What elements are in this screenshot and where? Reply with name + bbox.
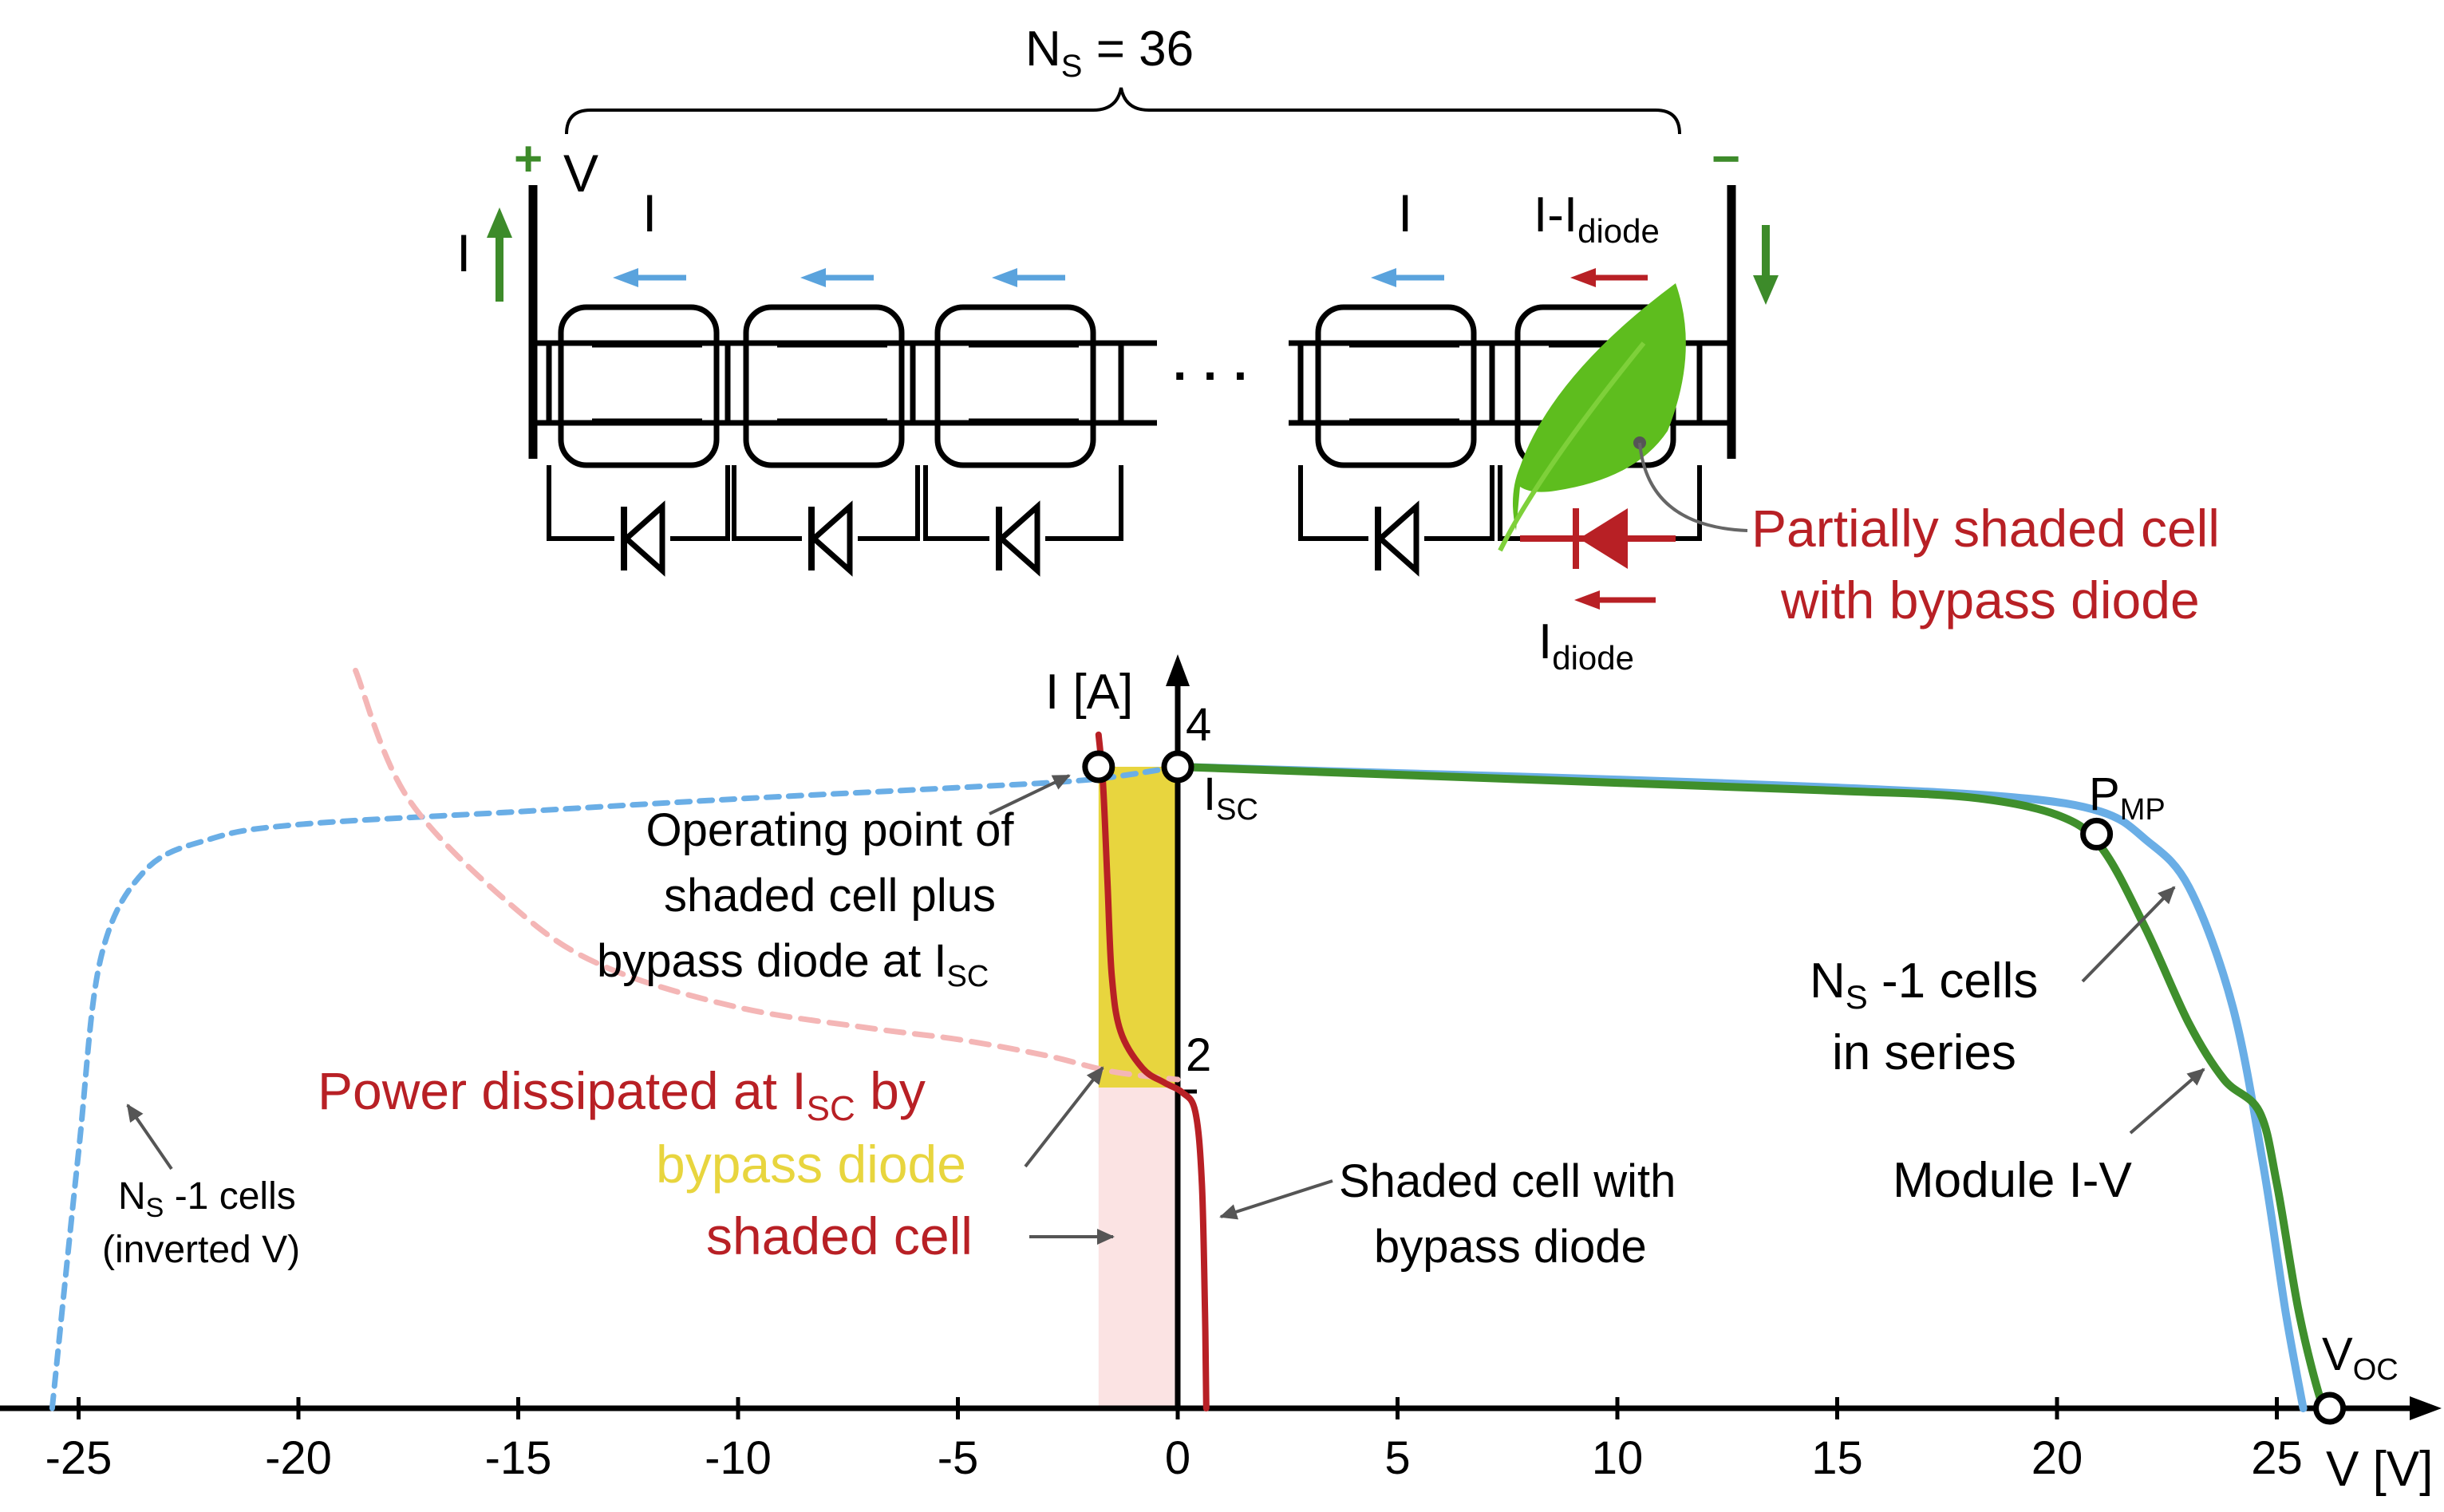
circuit-diagram: NS = 36 + V I − · · ·	[456, 22, 2220, 677]
i-minus-idiode-label: I-Idiode	[1534, 188, 1660, 250]
y-tick-label-2: 2	[1186, 1029, 1211, 1081]
x-tick-label: 10	[1592, 1432, 1644, 1484]
x-tick-label: 5	[1384, 1432, 1410, 1484]
chart-fill-regions	[1098, 767, 1178, 1408]
x-tick-label: 15	[1811, 1432, 1863, 1484]
red-idiode-arrow	[1574, 590, 1656, 610]
x-tick-label: -20	[265, 1432, 332, 1484]
ns-series-label-1: NS -1 cells	[1810, 953, 2038, 1016]
shaded-cell-label-1: Shaded cell with	[1339, 1155, 1676, 1207]
module-iv-label: Module I-V	[1893, 1153, 2132, 1208]
x-tick-label: 20	[2031, 1432, 2083, 1484]
ns-sub: S	[1061, 49, 1083, 84]
series-ns-1-inverted	[49, 764, 1181, 1411]
series-shaded-cell-bypass	[1095, 731, 1210, 1411]
isc-label: ISC	[1203, 768, 1258, 827]
solar-cell-icon	[1297, 304, 1495, 468]
shaded-cell-label-2: with bypass diode	[1780, 570, 2200, 630]
x-tick-label: -25	[45, 1432, 113, 1484]
shaded-cell-label-2: bypass diode	[1374, 1221, 1647, 1273]
pmp-label: PMP	[2089, 768, 2166, 827]
operating-point-marker	[1082, 750, 1115, 784]
isc-point-marker	[1161, 750, 1194, 784]
ellipsis-dots: · · ·	[1173, 349, 1250, 404]
x-tick-label: 0	[1165, 1432, 1190, 1484]
blue-current-arrow	[613, 268, 686, 287]
shaded-cell-power-label: shaded cell	[706, 1206, 973, 1265]
shaded-cell-pointer	[1638, 442, 1748, 532]
i-label-1: I	[642, 184, 657, 243]
y-axis-arrowhead	[1166, 654, 1190, 686]
blue-current-arrow	[1371, 268, 1444, 287]
series-inverted-shaded-cell	[353, 667, 1181, 1083]
minus-sign: −	[1712, 132, 1740, 187]
operating-point-label-1: Operating point of	[646, 804, 1014, 856]
blue-current-arrow	[992, 268, 1065, 287]
operating-point-label-2: shaded cell plus	[664, 870, 996, 922]
power-dissipated-label: Power dissipated at ISC by	[318, 1061, 926, 1128]
shaded-cell-label-1: Partially shaded cell	[1751, 499, 2220, 558]
green-arrowhead-up	[487, 207, 512, 238]
red-current-arrow	[1570, 268, 1648, 287]
diode-icon	[989, 500, 1045, 577]
x-tick-label: 25	[2251, 1432, 2303, 1484]
diode-icon	[614, 500, 670, 577]
chart-axes	[0, 654, 2442, 1420]
series-module-iv	[1174, 763, 2334, 1414]
bypass-diode-pointer	[1024, 1066, 1104, 1168]
i-left-label: I	[456, 223, 471, 282]
shaded-cell-power-region	[1098, 1088, 1178, 1408]
leaf-icon	[1498, 283, 1686, 552]
plus-sign: +	[514, 132, 543, 187]
bypass-diode-label: bypass diode	[656, 1135, 966, 1194]
y-tick-label-4: 4	[1186, 699, 1211, 751]
ns-label: NS = 36	[1025, 22, 1194, 84]
diode-icon	[1368, 500, 1424, 577]
ns-inv-pointer	[126, 1103, 173, 1171]
ns-brace	[565, 87, 1681, 135]
x-axis-arrowhead	[2410, 1396, 2442, 1420]
idiode-label: Idiode	[1538, 614, 1634, 677]
solar-cell-icon	[743, 304, 916, 468]
ns-series-pointer	[2081, 886, 2176, 983]
operating-point-pointer	[989, 774, 1071, 815]
chart-x-ticks: -25 -20 -15 -10 -5 0 5 10 15 20 25	[45, 1397, 2303, 1484]
ns-value: = 36	[1082, 22, 1194, 77]
diode-icon	[802, 500, 858, 577]
shaded-cell-pointer	[1219, 1179, 1333, 1220]
ns-inv-label-2: (inverted V)	[102, 1229, 300, 1271]
module-iv-pointer	[2129, 1068, 2205, 1135]
ns-series-label-2: in series	[1832, 1025, 2016, 1080]
solar-cell-icon	[546, 304, 731, 468]
v-label: V	[563, 144, 598, 203]
i-label-2: I	[1398, 184, 1412, 243]
solar-cell-icon	[934, 304, 1124, 468]
y-axis-label: I [A]	[1045, 665, 1133, 720]
iv-chart: -25 -20 -15 -10 -5 0 5 10 15 20 25 I [A] V [V] 4 2…	[0, 654, 2442, 1497]
voc-label: VOC	[2322, 1328, 2399, 1387]
series-ns-1-cells	[1174, 763, 2308, 1412]
blue-current-arrow	[800, 268, 874, 287]
pmp-point-marker	[2080, 817, 2114, 851]
x-tick-label: -5	[938, 1432, 979, 1484]
operating-point-label-3: bypass diode at ISC	[597, 935, 989, 993]
ns-inv-label-1: NS -1 cells	[118, 1175, 296, 1223]
chart-curves	[49, 667, 2334, 1414]
voc-point-marker	[2313, 1392, 2347, 1425]
chart-markers	[1082, 750, 2347, 1425]
x-axis-label: V [V]	[2326, 1442, 2433, 1497]
x-tick-label: -15	[485, 1432, 552, 1484]
green-arrowhead-down	[1753, 275, 1779, 305]
x-tick-label: -10	[705, 1432, 772, 1484]
red-diode-icon	[1520, 508, 1676, 569]
